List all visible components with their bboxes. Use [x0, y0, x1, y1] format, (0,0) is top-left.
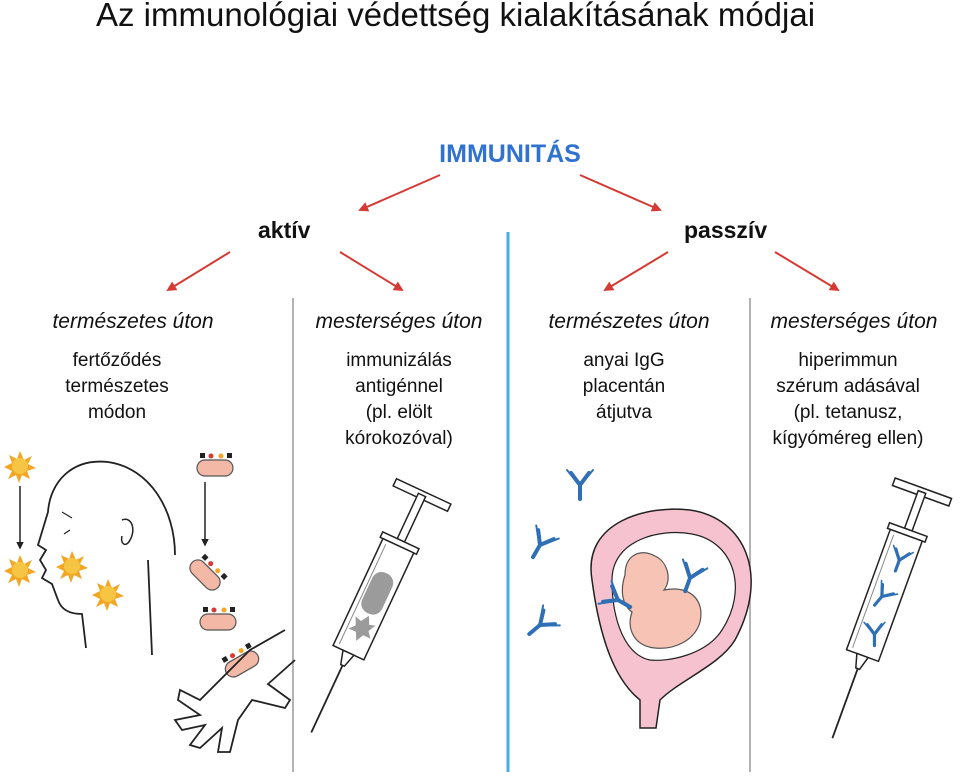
- description-line: természetes: [65, 376, 169, 397]
- uterus-fetus-icon: [590, 508, 752, 729]
- category-artificial-active: mesterséges úton: [315, 310, 483, 333]
- sun-virus-icon: [56, 551, 88, 583]
- description-line: placentán: [582, 376, 666, 397]
- description-line: hiperimmun: [798, 350, 898, 371]
- bacterium-icon: [196, 452, 234, 477]
- category-natural-passive: természetes úton: [548, 310, 710, 333]
- description-line: kórokozóval): [345, 428, 453, 449]
- arrow-to-natural-active: [166, 251, 231, 292]
- sun-virus-icon: [4, 555, 36, 587]
- antibody-icon: [519, 523, 561, 566]
- bacterium-icon: [199, 606, 237, 631]
- description-line: módon: [87, 402, 147, 423]
- description-artificial-passive: hiperimmun szérum adásával (pl. tetanusz…: [728, 348, 960, 452]
- tree-arrows: [166, 174, 840, 292]
- arrow-to-passive: [579, 174, 662, 212]
- arrow-to-artificial-active: [339, 251, 404, 292]
- sun-virus-icon: [4, 451, 36, 483]
- arrow-to-artificial-passive: [774, 251, 840, 292]
- head-icon: [36, 460, 176, 656]
- antibody-icon: [565, 468, 595, 501]
- description-line: (pl. elölt: [365, 402, 433, 423]
- description-natural-active: fertőződés természetes módon: [0, 348, 237, 426]
- description-natural-passive: anyai IgG placentán átjutva: [504, 348, 744, 426]
- description-artificial-active: immunizálás antigénnel (pl. elölt kóroko…: [279, 348, 519, 452]
- description-line: fertőződés: [72, 350, 162, 371]
- active-branch-label: aktív: [258, 217, 311, 243]
- syringe-icon: [310, 477, 452, 733]
- bacterium-icon: [186, 551, 229, 594]
- description-line: kígyóméreg ellen): [772, 428, 924, 449]
- description-line: átjutva: [596, 402, 652, 423]
- hand-icon: [173, 629, 296, 753]
- description-line: immunizálás: [346, 350, 452, 371]
- syringe-icon: [831, 477, 953, 739]
- sun-virus-icon: [92, 579, 124, 611]
- passive-branch-label: passzív: [684, 217, 768, 243]
- description-line: (pl. tetanusz,: [793, 402, 903, 423]
- description-line: szérum adásával: [776, 376, 920, 397]
- description-line: anyai IgG: [583, 350, 665, 371]
- arrow-to-active: [358, 174, 441, 212]
- category-artificial-passive: mesterséges úton: [770, 310, 938, 333]
- description-line: antigénnel: [355, 376, 443, 397]
- arrow-to-natural-passive: [603, 251, 669, 292]
- category-natural-active: természetes úton: [52, 310, 214, 333]
- root-node: IMMUNITÁS: [439, 140, 581, 168]
- antibody-icon: [518, 603, 562, 646]
- page-title: Az immunológiai védettség kialakításának…: [96, 0, 816, 33]
